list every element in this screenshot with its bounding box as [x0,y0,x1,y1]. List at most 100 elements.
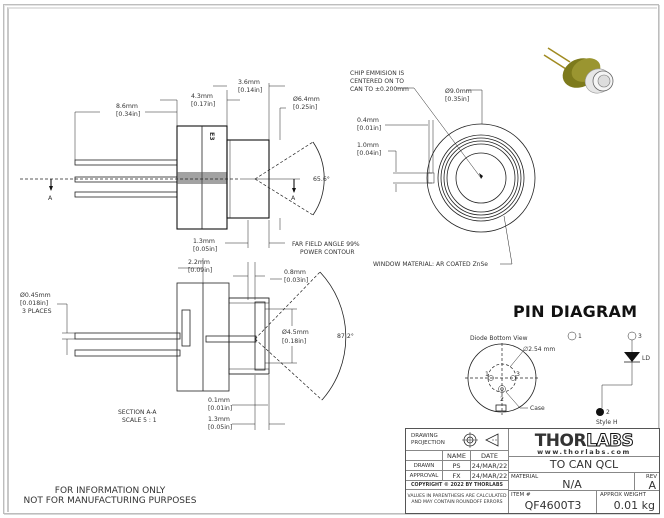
approval-name: FX [443,471,471,481]
svg-text:[0.018in]: [0.018in] [20,300,48,307]
svg-text:[0.14in]: [0.14in] [238,87,262,94]
dim-cap-length: 3.6mm [238,79,260,86]
header-date: DATE [471,451,509,461]
svg-text:[0.05in]: [0.05in] [193,246,217,253]
schematic-pin-1 [567,331,577,341]
dim-base-length: 4.3mm [191,93,213,100]
style-label: Style H [596,419,618,426]
title-block: DRAWING PROJECTION NAME DATE DRAWN PS 24… [405,428,660,514]
section-marker-left: A [48,195,53,202]
weight-value: 0.01 kg [613,499,655,512]
chip-note: CHIP EMMISION IS [350,70,404,77]
svg-text:[0.05in]: [0.05in] [208,424,232,431]
dim-section-step: 2.2mm [188,259,210,266]
svg-text:1: 1 [578,333,582,340]
section-submount [205,335,257,343]
outer-flange [426,123,536,233]
projection-cell: DRAWING PROJECTION [406,429,509,451]
drawn-date: 24/MAR/22 [471,461,509,471]
svg-text:POWER CONTOUR: POWER CONTOUR [300,249,355,256]
bottom-view-label: Diode Bottom View [470,335,528,342]
svg-text:[0.34in]: [0.34in] [116,111,140,118]
thorlabs-logo: THORLABS [534,431,635,452]
svg-text:SCALE 5 : 1: SCALE 5 : 1 [122,417,157,424]
svg-text:[0.17in]: [0.17in] [191,101,215,108]
item-number: QF4600T3 [524,499,582,512]
weight-cell: APPROX WEIGHT 0.01 kg [600,492,655,512]
rev-cell: REV A [635,473,659,492]
dim-outer-diameter: Ø9.0mm [445,87,472,95]
dim-pin-diameter: Ø0.45mm [20,291,51,299]
approval-date: 24/MAR/22 [471,471,509,481]
drawn-label: DRAWN [406,461,443,471]
section-window [254,301,266,371]
svg-text:[0.35in]: [0.35in] [445,96,469,103]
pin-2 [498,385,506,393]
window-circle [455,152,507,204]
svg-text:[0.25in]: [0.25in] [293,104,317,111]
lead-middle [74,176,178,183]
lead-bottom [74,191,178,198]
svg-text:[0.09in]: [0.09in] [188,267,212,274]
svg-text:CENTERED ON TO: CENTERED ON TO [350,78,404,85]
logo-cell: THORLABS www.thorlabs.com [509,429,659,457]
section-marker-right: A [291,195,296,202]
svg-text:CAN TO ±0.200mm: CAN TO ±0.200mm [350,86,409,93]
svg-text:3: 3 [638,333,642,340]
side-view: E3 65.6° A A 8.6mm [20,79,360,256]
dim-tab-width: 0.4mm [357,117,379,124]
item-cell: ITEM # QF4600T3 [509,491,597,513]
pin-1 [488,375,494,381]
pin-3 [510,375,516,381]
website: www.thorlabs.com [537,448,631,456]
sheet-inner-border [7,7,657,512]
svg-text:1: 1 [485,371,489,378]
svg-text:[0.01in]: [0.01in] [208,405,232,412]
svg-text:LD: LD [642,355,650,362]
schematic-pin-2 [596,408,604,416]
svg-text:[0.04in]: [0.04in] [357,150,381,157]
front-view: CHIP EMMISION IS CENTERED ON TO CAN TO ±… [350,70,536,268]
svg-text:3 PLACES: 3 PLACES [22,308,52,315]
svg-text:[0.18in]: [0.18in] [282,338,306,345]
lead-top [74,159,178,166]
approval-label: APPROVAL [406,471,443,481]
sheet-border [3,4,659,514]
material-cell: MATERIAL N/A [509,473,635,491]
disclaimer-footer: FOR INFORMATION ONLY NOT FOR MANUFACTURI… [23,486,197,506]
copyright: COPYRIGHT © 2022 BY THORLABS [406,481,509,490]
drawing-title: TO CAN QCL [509,457,659,473]
material-value: N/A [562,478,582,491]
section-angle: 87.2° [337,332,354,340]
laser-diode-symbol [624,352,640,362]
base-slot [177,172,227,184]
section-lead-top [74,332,181,340]
far-field-angle: 65.6° [313,175,330,183]
drawn-name: PS [443,461,471,471]
dim-lead-length: 8.6mm [116,103,138,110]
svg-text:3: 3 [516,371,520,378]
pin-diagram-title: PIN DIAGRAM [513,302,638,321]
dim-cap-wall: 0.8mm [284,269,306,276]
svg-text:[0.03in]: [0.03in] [284,277,308,284]
body-mark: E3 [208,132,215,141]
pin-pitch: ∅2.54 mm [523,346,555,353]
pin-diagram: Diode Bottom View 1 3 2 ∅2.54 mm Case 1 … [465,331,650,426]
third-angle-projection-icon [462,432,499,448]
far-field-note: FAR FIELD ANGLE 99% [292,241,360,248]
dim-tab-depth: 1.0mm [357,142,379,149]
schematic-pin-3 [627,331,637,341]
svg-text:2: 2 [500,396,504,403]
svg-text:[0.01in]: [0.01in] [357,125,381,132]
dim-cap-diameter: Ø6.4mm [293,95,320,103]
header-name: NAME [443,451,471,461]
case-label: Case [530,405,545,412]
dim-window-diameter: Ø4.5mm [282,328,309,336]
section-label: SECTION A-A [118,409,157,416]
section-lead-bottom [74,349,181,357]
window-material-note: WINDOW MATERIAL: AR COATED ZnSe [373,261,488,268]
rev-value: A [648,479,656,492]
index-tab [427,172,435,184]
section-view: 87.2° 2.2mm [0.09in] 0.8mm [0.03in] Ø0.4… [20,258,354,431]
